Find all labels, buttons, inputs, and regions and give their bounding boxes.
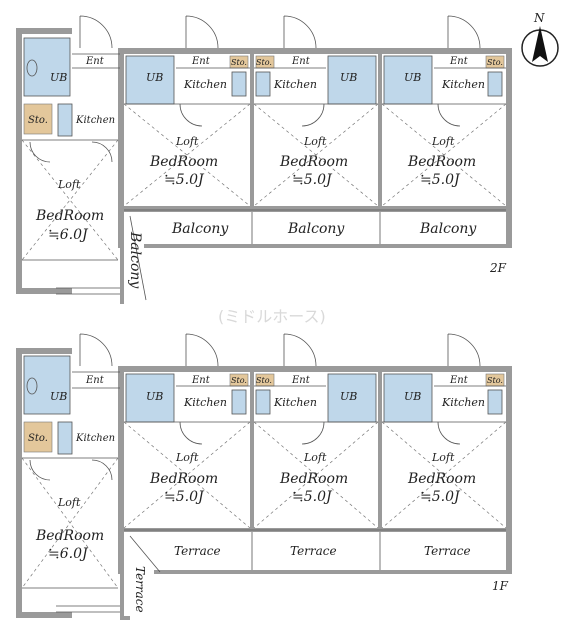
labels-2f: UB Ent Sto. Kitchen Loft BedRoom ≒6.0J U… xyxy=(28,56,507,289)
entrance-label: Ent xyxy=(191,375,211,386)
room-size-label: ≒6.0J xyxy=(48,546,89,562)
floor-2f xyxy=(16,15,512,304)
storage-label: Sto. xyxy=(487,58,503,67)
terrace-label: Terrace xyxy=(133,566,147,613)
loft-label: Loft xyxy=(175,451,199,464)
loft-label: Loft xyxy=(57,496,81,509)
entrance-label: Ent xyxy=(291,375,311,386)
kitchen-sink xyxy=(231,389,247,415)
balcony-label: Balcony xyxy=(287,221,345,237)
terrace-side xyxy=(124,532,154,616)
unit-bath xyxy=(23,355,71,415)
entrance-label: Ent xyxy=(191,56,211,67)
entrance-label: Ent xyxy=(291,56,311,67)
storage-label: Sto. xyxy=(231,376,247,385)
storage-label: Sto. xyxy=(256,58,272,67)
storage-label: Sto. xyxy=(231,58,247,67)
bath-label: UB xyxy=(50,71,67,84)
storage-closet xyxy=(23,421,53,453)
loft-label: Loft xyxy=(431,451,455,464)
terrace-label: Terrace xyxy=(424,544,471,558)
bath-label: UB xyxy=(404,390,421,403)
entrance-label: Ent xyxy=(85,375,105,386)
bath-label: UB xyxy=(404,71,421,84)
room-size-label: ≒5.0J xyxy=(420,172,461,188)
bath-label: UB xyxy=(340,390,357,403)
kitchen-label: Kitchen xyxy=(75,433,115,444)
kitchen-label: Kitchen xyxy=(183,396,227,409)
entrance-label: Ent xyxy=(85,56,105,67)
kitchen-label: Kitchen xyxy=(273,396,317,409)
bath-label: UB xyxy=(146,71,163,84)
kitchen-sink xyxy=(487,389,503,415)
bedroom-label: BedRoom xyxy=(407,471,476,487)
kitchen-sink xyxy=(231,71,247,97)
room-size-label: ≒5.0J xyxy=(164,489,205,505)
entrance-label: Ent xyxy=(449,56,469,67)
floor-1f xyxy=(16,333,512,620)
floor-label: 2F xyxy=(489,261,507,275)
north-arrow-icon xyxy=(532,26,548,62)
kitchen-label: Kitchen xyxy=(273,78,317,91)
bedroom-label: BedRoom xyxy=(35,208,104,224)
watermark: (ミドルホース) xyxy=(218,307,326,326)
storage-label: Sto. xyxy=(487,376,503,385)
room-size-label: ≒6.0J xyxy=(48,227,89,243)
balcony-side xyxy=(124,212,144,304)
storage-label: Sto. xyxy=(28,115,48,126)
kitchen-sink xyxy=(57,421,73,455)
bath-label: UB xyxy=(340,71,357,84)
bedroom-label: BedRoom xyxy=(279,154,348,170)
entrance-label: Ent xyxy=(449,375,469,386)
storage-label: Sto. xyxy=(28,433,48,444)
bedroom-label: BedRoom xyxy=(149,154,218,170)
kitchen-sink xyxy=(57,103,73,137)
kitchen-sink xyxy=(255,71,271,97)
unit-bath xyxy=(125,373,175,423)
labels-1f: UB Ent Sto. Kitchen Loft BedRoom ≒6.0J U… xyxy=(28,375,509,613)
balcony-label: Balcony xyxy=(127,231,143,289)
bedroom-label: BedRoom xyxy=(149,471,218,487)
loft-label: Loft xyxy=(303,135,327,148)
terrace-label: Terrace xyxy=(174,544,221,558)
unit-bath xyxy=(125,55,175,105)
balcony-strip xyxy=(124,212,506,244)
terrace-strip xyxy=(124,532,506,570)
bath-label: UB xyxy=(146,390,163,403)
kitchen-sink xyxy=(487,71,503,97)
loft-label: Loft xyxy=(303,451,327,464)
kitchen-sink xyxy=(255,389,271,415)
room-size-label: ≒5.0J xyxy=(292,172,333,188)
room-size-label: ≒5.0J xyxy=(292,489,333,505)
floor-label: 1F xyxy=(492,579,509,593)
terrace-label: Terrace xyxy=(290,544,337,558)
unit-bath xyxy=(23,37,71,97)
balcony-label: Balcony xyxy=(171,221,229,237)
kitchen-label: Kitchen xyxy=(183,78,227,91)
balcony-label: Balcony xyxy=(419,221,477,237)
storage-label: Sto. xyxy=(256,376,272,385)
loft-label: Loft xyxy=(57,178,81,191)
kitchen-label: Kitchen xyxy=(441,396,485,409)
bedroom-label: BedRoom xyxy=(279,471,348,487)
unit-bath xyxy=(383,373,433,423)
unit-bath xyxy=(383,55,433,105)
loft-label: Loft xyxy=(175,135,199,148)
compass-label: N xyxy=(533,11,545,25)
bedroom-label: BedRoom xyxy=(35,528,104,544)
north-compass: N xyxy=(521,11,559,67)
bath-label: UB xyxy=(50,390,67,403)
room-size-label: ≒5.0J xyxy=(164,172,205,188)
bedroom-label: BedRoom xyxy=(407,154,476,170)
kitchen-label: Kitchen xyxy=(441,78,485,91)
room-size-label: ≒5.0J xyxy=(420,489,461,505)
storage-closet xyxy=(23,103,53,135)
kitchen-label: Kitchen xyxy=(75,115,115,126)
loft-label: Loft xyxy=(431,135,455,148)
